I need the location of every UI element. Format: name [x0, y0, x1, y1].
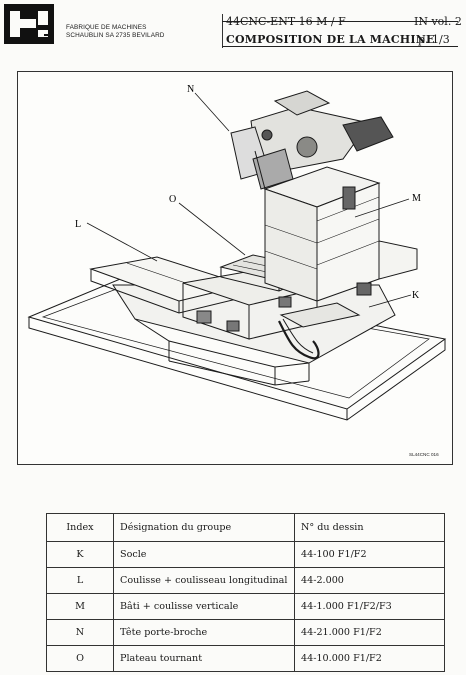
cell-designation: Bâti + coulisse verticale	[113, 593, 295, 620]
cell-drawing-number: 44-1.000 F1/F2/F3	[294, 593, 445, 620]
company-name: FABRIQUE DE MACHINES SCHAUBLIN SA 2735 B…	[66, 24, 165, 39]
cell-drawing-number: 44-10.000 F1/F2	[294, 645, 445, 672]
column-header-designation: Désignation du groupe	[113, 513, 295, 542]
column-header-index: Index	[46, 513, 114, 542]
column-header-drawing-number: N° du dessin	[294, 513, 445, 542]
cell-drawing-number: 44-100 F1/F2	[294, 541, 445, 568]
table-header-row: Index Désignation du groupe N° du dessin	[46, 513, 445, 542]
table-row: O Plateau tournant 44-10.000 F1/F2	[46, 645, 445, 672]
company-line-1: FABRIQUE DE MACHINES	[66, 24, 147, 31]
cell-designation: Socle	[113, 541, 295, 568]
cell-index: N	[46, 619, 114, 646]
cell-index: L	[46, 567, 114, 594]
cell-designation: Coulisse + coulisseau longitudinal	[113, 567, 295, 594]
cell-drawing-number: 44-21.000 F1/F2	[294, 619, 445, 646]
company-line-2: SCHAUBLIN SA 2735 BEVILARD	[66, 31, 165, 39]
document-title-section: COMPOSITION DE LA MACHINE	[226, 33, 435, 46]
machine-isometric-drawing: N O L M K	[27, 84, 447, 421]
table-row: N Tête porte-broche 44-21.000 F1/F2	[46, 619, 445, 646]
table-row: M Bâti + coulisse verticale 44-1.000 F1/…	[46, 593, 445, 620]
document-volume: IN vol. 2	[414, 15, 462, 28]
company-logo-icon	[4, 4, 54, 44]
callout-n: N	[187, 84, 194, 95]
cell-index: M	[46, 593, 114, 620]
header-divider-bottom	[222, 46, 458, 47]
document-title-model: 44CNC-ENT 16 M / F	[226, 15, 346, 28]
callout-k: K	[412, 290, 420, 301]
callout-m: M	[412, 193, 421, 204]
callout-o: O	[169, 194, 176, 205]
cell-designation: Tête porte-broche	[113, 619, 295, 646]
table-row: K Socle 44-100 F1/F2	[46, 541, 445, 568]
callout-l: L	[75, 219, 81, 230]
cell-drawing-number: 44-2.000	[294, 567, 445, 594]
header-divider-vertical	[222, 14, 223, 48]
composition-table: Index Désignation du groupe N° du dessin…	[46, 513, 445, 672]
table-row: L Coulisse + coulisseau longitudinal 44-…	[46, 567, 445, 594]
cell-index: K	[46, 541, 114, 568]
document-page-number: p. 1/3	[418, 33, 450, 46]
cell-designation: Plateau tournant	[113, 645, 295, 672]
drawing-reference-code: SL44CNC 016	[409, 452, 439, 457]
header-divider-top	[222, 21, 458, 22]
cell-index: O	[46, 645, 114, 672]
